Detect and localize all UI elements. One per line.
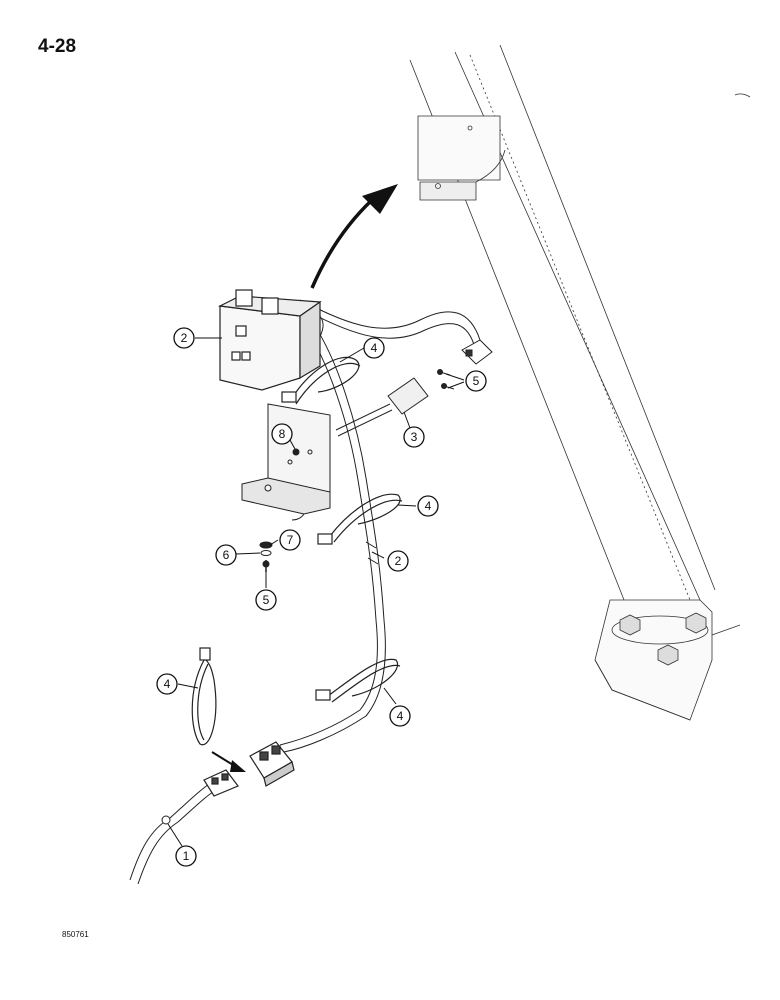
washer-screw-stack [259,541,273,572]
callout-1: 1 [175,845,197,867]
svg-text:4: 4 [164,677,171,691]
cable-tie-upper [281,356,361,405]
callout-2-switch: 2 [173,327,195,349]
svg-text:4: 4 [397,709,404,723]
nut [292,448,300,456]
svg-text:4: 4 [425,499,432,513]
switch-housing [217,289,322,391]
callout-5-lower: 5 [255,589,277,611]
harness-connector-male [203,769,239,797]
svg-text:7: 7 [287,533,294,547]
harness-cable [129,299,481,885]
loader-arm-post [409,44,751,721]
page-number: 4-28 [38,36,77,57]
cable-tie-loose [191,647,217,746]
callout-4-middle: 4 [417,495,439,517]
cable-grommet [161,815,171,825]
installation-arrow [310,184,398,289]
callout-3: 3 [403,426,425,448]
callout-2-cable: 2 [387,550,409,572]
harness-connector-female [249,741,295,787]
svg-text:2: 2 [395,554,402,568]
figure-code: 850761 [62,930,89,939]
svg-text:6: 6 [223,548,230,562]
svg-text:1: 1 [183,849,190,863]
callout-5-upper: 5 [465,370,487,392]
svg-text:3: 3 [411,430,418,444]
clamp [335,377,429,437]
upper-connector [461,339,493,365]
callout-8: 8 [271,423,293,445]
callout-7: 7 [279,529,301,551]
svg-text:5: 5 [263,593,270,607]
svg-text:8: 8 [279,427,286,441]
svg-text:4: 4 [371,341,378,355]
cable-tie-lower [315,658,401,703]
screws-upper [437,369,455,390]
svg-text:2: 2 [181,331,188,345]
cable-tie-middle [317,493,403,545]
callout-6: 6 [215,544,237,566]
callout-4-lower: 4 [389,705,411,727]
callout-4-upper: 4 [363,337,385,359]
callout-4-loose: 4 [156,673,178,695]
connection-arrow [211,751,246,772]
mounting-plate [241,403,331,521]
svg-text:5: 5 [473,374,480,388]
leader-lines [167,337,465,847]
